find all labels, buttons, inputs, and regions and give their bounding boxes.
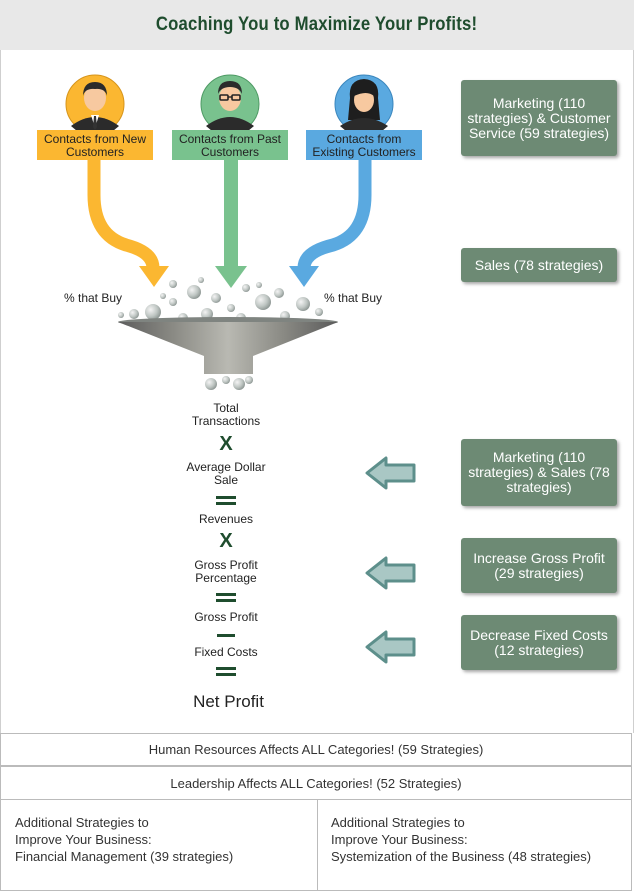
equals-sign-3: [216, 667, 236, 677]
buy-label-right: % that Buy: [323, 291, 383, 305]
marketing-sales-box[interactable]: Marketing (110 strategies) & Sales (78 s…: [461, 439, 617, 506]
human-resources-row: Human Resources Affects ALL Categories! …: [0, 733, 632, 766]
flow-arrow-new: [87, 158, 169, 287]
arrow-marketing-sales: [365, 456, 416, 490]
decrease-fixed-costs-box[interactable]: Decrease Fixed Costs (12 strategies): [461, 615, 617, 670]
financial-line-3: Financial Management (39 strategies): [15, 849, 234, 864]
gross-profit-percentage-label: Gross Profit Percentage: [194, 558, 258, 585]
systemization-cell: Additional Strategies to Improve Your Bu…: [317, 799, 632, 891]
sales-box[interactable]: Sales (78 strategies): [461, 248, 617, 282]
increase-gross-profit-box[interactable]: Increase Gross Profit (29 strategies): [461, 538, 617, 593]
equals-sign-1: [216, 496, 236, 506]
financial-line-2: Improve Your Business:: [15, 832, 152, 847]
contact-label-past: Contacts from Past Customers: [172, 130, 288, 160]
gross-profit-label: Gross Profit: [194, 610, 258, 624]
average-dollar-sale-label: Average Dollar Sale: [186, 460, 266, 487]
equals-sign-2: [216, 593, 236, 603]
marketing-customer-service-box[interactable]: Marketing (110 strategies) & Customer Se…: [461, 80, 617, 156]
page-title: Coaching You to Maximize Your Profits!: [156, 14, 478, 35]
systemization-line-3: Systemization of the Business (48 strate…: [331, 849, 592, 864]
fixed-costs-label: Fixed Costs: [194, 645, 258, 659]
multiply-sign-2: X: [219, 530, 233, 552]
financial-line-1: Additional Strategies to: [15, 815, 149, 830]
flow-arrow-past: [215, 158, 247, 288]
diagram-area: Contacts from New Customers Contacts fro…: [0, 50, 634, 733]
contact-label-existing: Contacts from Existing Customers: [306, 130, 422, 160]
financial-management-cell: Additional Strategies to Improve Your Bu…: [0, 799, 318, 891]
funnel: [118, 317, 338, 374]
diagram-graphics: [65, 74, 416, 664]
title-bar: Coaching You to Maximize Your Profits!: [0, 0, 634, 50]
leadership-row: Leadership Affects ALL Categories! (52 S…: [0, 766, 632, 800]
contact-label-new: Contacts from New Customers: [37, 130, 153, 160]
multiply-sign-1: X: [219, 433, 233, 455]
additional-strategies: Additional Strategies to Improve Your Bu…: [0, 799, 634, 893]
woman-icon: [334, 74, 394, 134]
minus-sign: [217, 634, 235, 637]
buy-label-left: % that Buy: [63, 291, 123, 305]
flow-arrow-existing: [289, 158, 372, 287]
arrow-fixed-costs: [365, 630, 416, 664]
arrow-gross-profit: [365, 556, 416, 590]
total-transactions-label: Total Transactions: [191, 401, 261, 428]
man-glasses-icon: [200, 74, 260, 134]
businessman-icon: [65, 74, 125, 134]
net-profit-label: Net Profit: [193, 692, 264, 711]
systemization-line-2: Improve Your Business:: [331, 832, 468, 847]
systemization-line-1: Additional Strategies to: [331, 815, 465, 830]
revenues-label: Revenues: [198, 512, 254, 526]
